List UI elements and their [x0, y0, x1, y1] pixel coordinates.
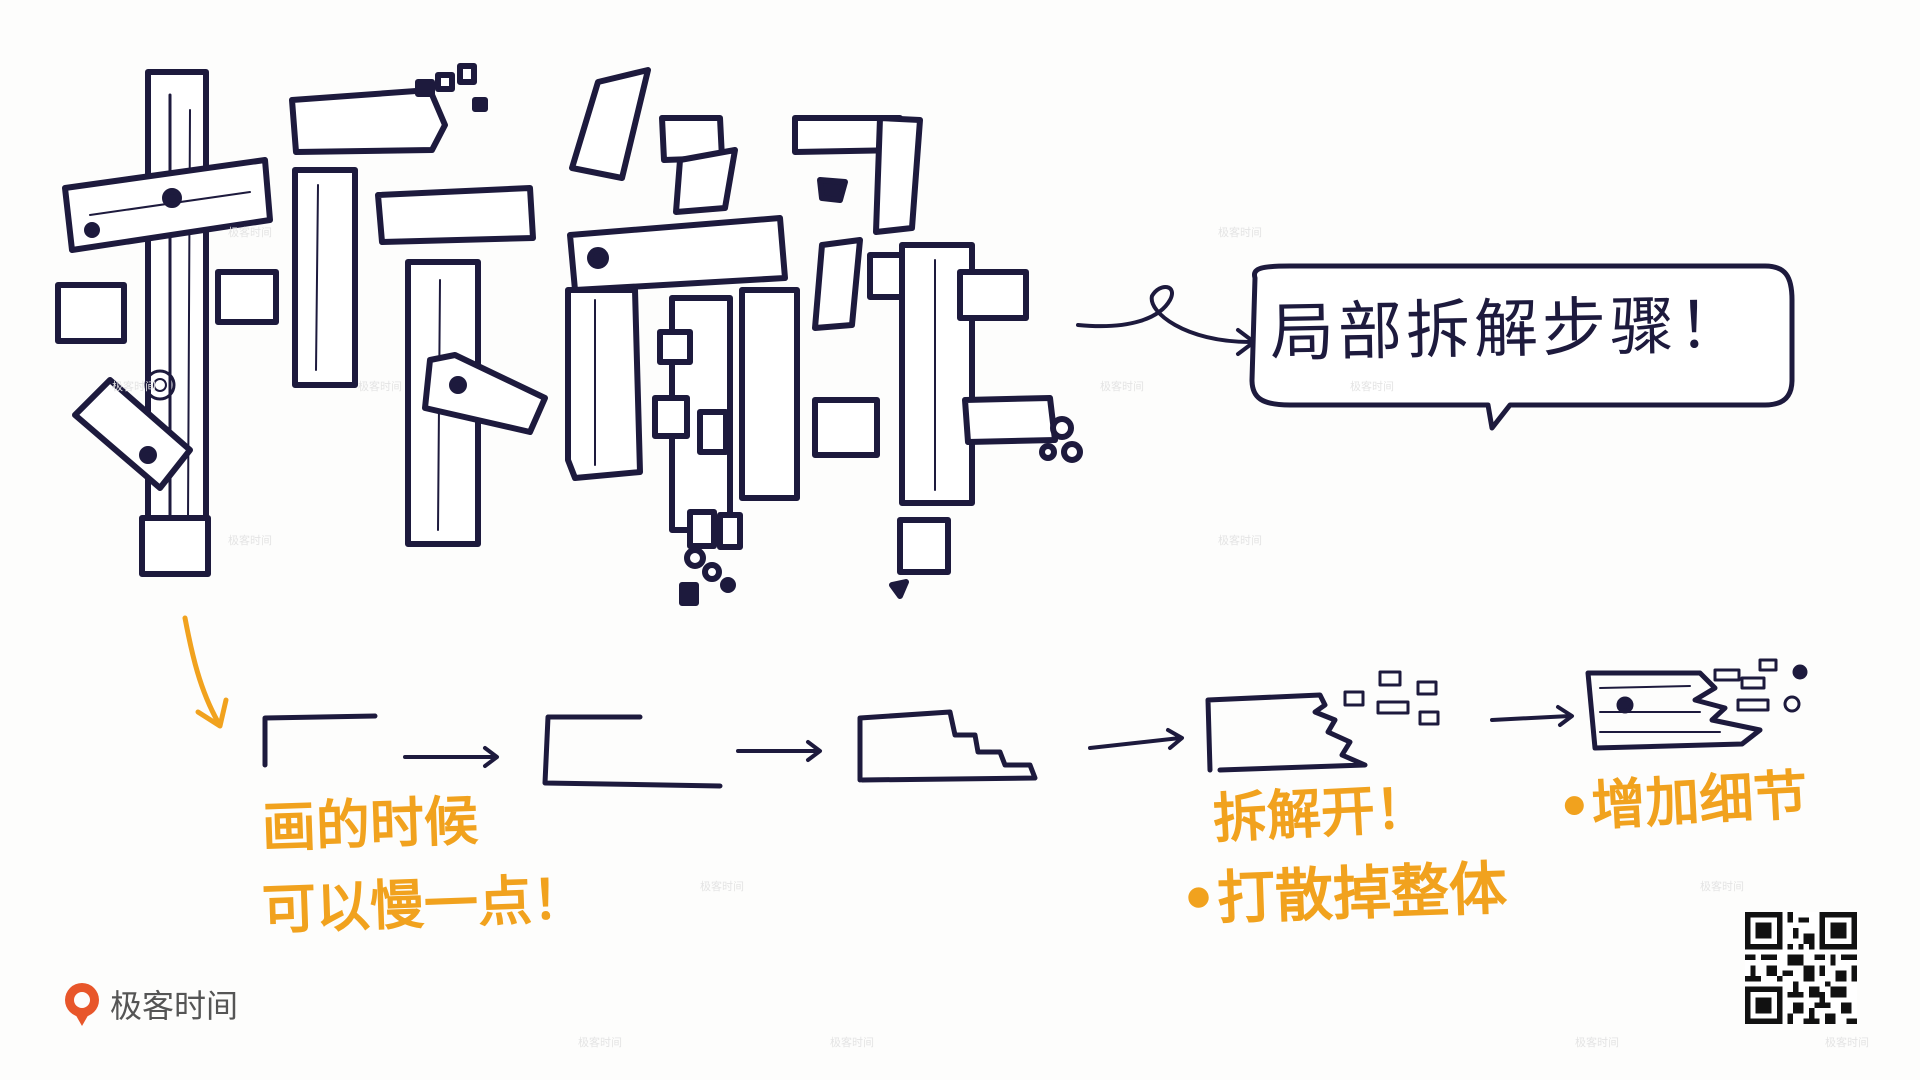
plank [697, 409, 729, 455]
orange-arrow [182, 615, 229, 729]
watermark: 极客时间 [228, 226, 272, 239]
watermark: 极客时间 [830, 1036, 874, 1049]
plank [739, 287, 800, 501]
plank [717, 512, 743, 550]
step-5-shape [1585, 670, 1763, 751]
watermark: 极客时间 [358, 380, 402, 393]
plank [652, 395, 690, 439]
watermark: 极客时间 [112, 380, 156, 393]
watermark: 极客时间 [1575, 1036, 1619, 1049]
plank [145, 69, 209, 575]
step-1-shape [262, 713, 378, 768]
plank [687, 509, 717, 549]
watermark: 极客时间 [1825, 1036, 1869, 1049]
plank [139, 515, 211, 577]
plank [897, 517, 951, 575]
pointer-arrow [1076, 285, 1256, 356]
plank [812, 397, 880, 458]
plank [289, 87, 448, 155]
geektime-logo-icon [65, 983, 99, 1026]
watermark: 极客时间 [578, 1036, 622, 1049]
wooden-character-chai [55, 63, 548, 577]
watermark: 极客时间 [1100, 380, 1144, 393]
plank [375, 185, 536, 245]
watermark: 极客时间 [1350, 380, 1394, 393]
plank [962, 395, 1058, 445]
watermark: 极客时间 [700, 880, 744, 893]
brand-name: 极客时间 [110, 987, 239, 1025]
watermark: 极客时间 [1218, 226, 1262, 239]
plank [567, 215, 788, 293]
watermark: 极客时间 [1700, 880, 1744, 893]
speech-bubble [1249, 263, 1795, 431]
step-3-shape [857, 709, 1038, 783]
plank [673, 147, 738, 215]
note-break-whole: •打散掉整体 [1178, 854, 1509, 934]
plank [72, 377, 193, 491]
watermark: 极客时间 [1218, 534, 1262, 547]
wooden-character-jie [565, 67, 1083, 606]
plank [812, 237, 863, 331]
plank [422, 352, 548, 435]
note-add-detail: •增加细节 [1555, 763, 1809, 840]
step-4-shape [1205, 692, 1368, 773]
note-break-apart: 拆解开！ [1211, 776, 1431, 851]
plank [657, 329, 693, 365]
plank [873, 115, 923, 235]
watermark: 极客时间 [228, 534, 272, 547]
plank [565, 287, 643, 481]
plank [55, 282, 127, 344]
speech-bubble-text: 局部拆解步骤！ [1269, 288, 1747, 372]
plank [569, 67, 651, 181]
step-sequence [262, 658, 1808, 789]
plank [957, 269, 1029, 321]
step-2-shape [542, 714, 723, 789]
plank [215, 269, 279, 325]
note-draw-slow-line1: 画的时候 [260, 789, 480, 860]
note-draw-slow-line2: 可以慢一点！ [260, 867, 587, 942]
plank [292, 167, 358, 388]
qr-code [1745, 912, 1857, 1024]
brand-logo: 极客时间 [60, 980, 238, 1028]
